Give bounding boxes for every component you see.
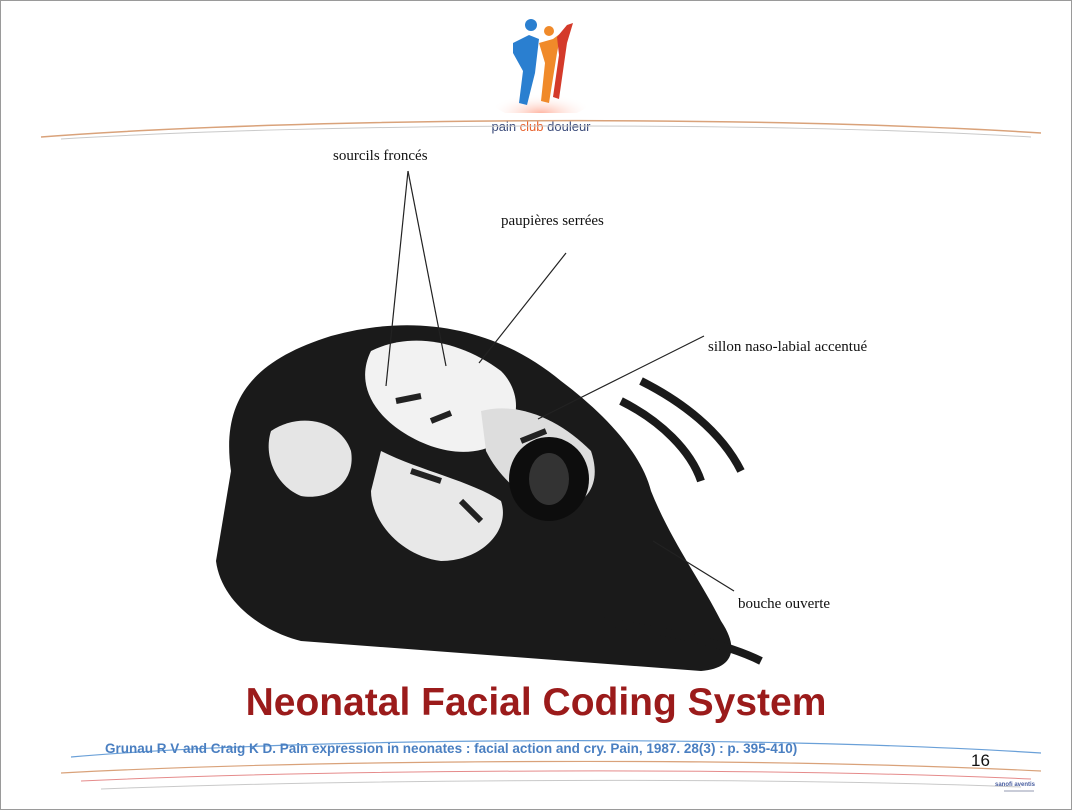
label-bouche-ouverte: bouche ouverte xyxy=(738,595,830,614)
sponsor-tagline-bar xyxy=(1004,790,1034,792)
neonatal-face-illustration xyxy=(1,1,1071,681)
page-number: 16 xyxy=(971,751,990,771)
label-sourcils-fronces: sourcils froncés xyxy=(333,147,428,166)
citation: Grunau R V and Craig K D. Pain expressio… xyxy=(105,741,797,756)
label-paupieres-serrees: paupières serrées xyxy=(501,212,604,231)
sponsor-logo: sanofi aventis xyxy=(995,782,1035,788)
label-sillon-naso-labial: sillon naso-labial accentué xyxy=(708,338,868,357)
slide-title: Neonatal Facial Coding System xyxy=(1,681,1071,725)
